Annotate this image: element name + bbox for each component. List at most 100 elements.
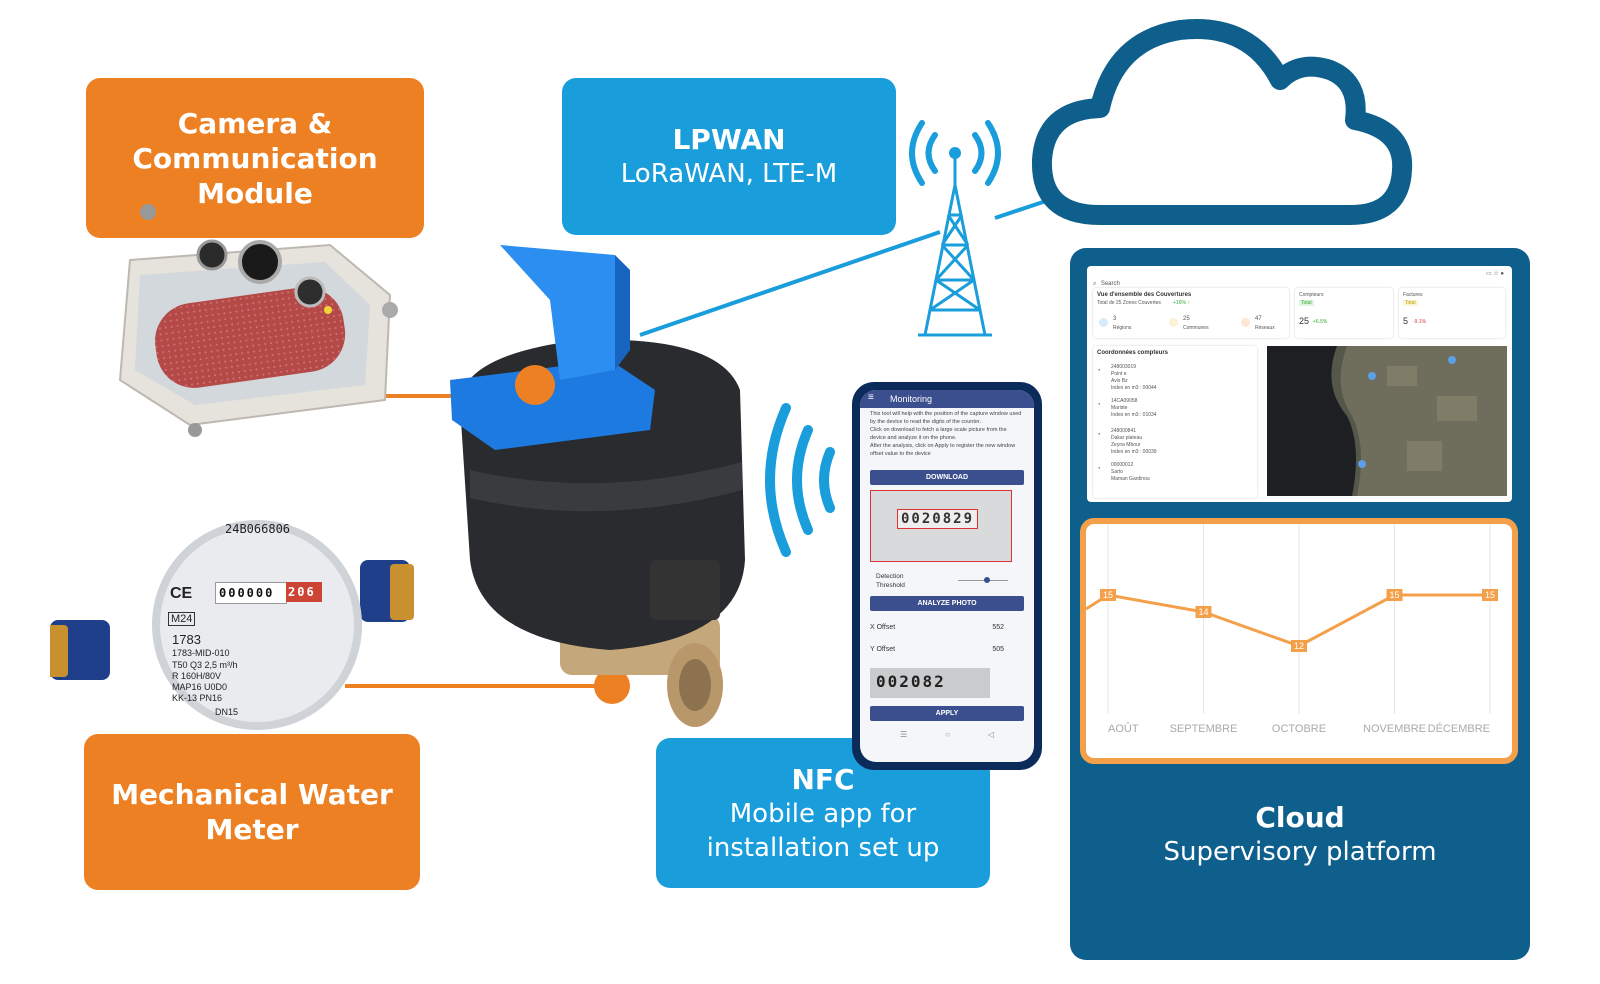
chart-x-tick-label: DÉCEMBRE	[1428, 722, 1490, 735]
chart-data-label: 12	[1294, 641, 1304, 651]
y-offset-row: Y Offset 505	[870, 646, 1024, 653]
overview-trend: +16% ↑	[1173, 300, 1190, 306]
back-icon[interactable]: ◁	[987, 730, 994, 739]
lpwan-subtitle: LoRaWAN, LTE-M	[620, 159, 838, 189]
y-offset-value[interactable]: 505	[992, 646, 1004, 653]
list-item-id: 248003019	[1111, 364, 1137, 370]
nfc-label: NFC Mobile app for installation set up	[656, 738, 990, 888]
analyze-photo-button[interactable]: ANALYZE PHOTO	[870, 596, 1024, 611]
factures-title: Factures	[1403, 292, 1423, 298]
chart-data-label: 15	[1389, 590, 1399, 600]
nfc-waves-icon	[765, 403, 835, 557]
overview-card: Vue d'ensemble des Couvertures Total de …	[1093, 288, 1289, 338]
meter-connector-dot	[594, 668, 630, 704]
phone-screen: ≡ Monitoring This tool will help with th…	[860, 390, 1034, 762]
chart-point[interactable]	[1100, 589, 1116, 601]
meter-counter-red-box: 206	[286, 582, 322, 602]
meter-spec-4: KK-13 PN16	[172, 693, 223, 703]
threshold-slider[interactable]	[958, 577, 1008, 583]
meter-counter-red: 206	[288, 585, 316, 599]
water-meter-title: Mechanical Water Meter	[111, 778, 393, 846]
list-item-line: Index en m3 : 00039	[1111, 449, 1157, 455]
chart-point[interactable]	[1482, 589, 1498, 601]
y-offset-label: Y Offset	[870, 646, 896, 653]
map-view[interactable]	[1267, 346, 1507, 496]
cloud-title: Cloud	[1255, 801, 1345, 834]
list-item[interactable]: ◔ 00000012 Sarto Maman Gardinou	[1097, 462, 1247, 488]
factures-badge: Total	[1403, 300, 1418, 306]
recent-apps-icon[interactable]: ☰	[900, 730, 908, 739]
list-item-line: Point e	[1111, 371, 1127, 377]
meter-mid: 1783-MID-010	[172, 648, 230, 658]
communes-count: 25	[1183, 316, 1190, 322]
chart-x-tick-label: OCTOBRE	[1272, 723, 1326, 735]
overview-subtitle: Total de 25 Zones Couvertes	[1097, 300, 1161, 306]
list-item-id: 00000012	[1111, 462, 1134, 468]
coords-title: Coordonnées compteurs	[1097, 350, 1169, 356]
chart-point[interactable]	[1386, 589, 1403, 601]
nfc-subtitle: Mobile app for installation set up	[706, 798, 940, 863]
list-item[interactable]: ◔ 248000841 Dakar plateau Zeyna Mbour In…	[1097, 428, 1247, 458]
meter-spec-3: MAP16 U0D0	[172, 682, 228, 692]
meter-counter: 000000	[215, 582, 287, 604]
meter-list-icon: ◔	[1097, 432, 1101, 438]
list-item-id: 14CA09058	[1111, 398, 1138, 404]
meter-size: DN15	[215, 707, 239, 717]
reseaux-label: Réseaux	[1255, 325, 1275, 331]
compteurs-trend: +6.5%	[1313, 319, 1328, 325]
meter-dial	[152, 520, 362, 730]
phone-help-text: This tool will help with the position of…	[870, 411, 1022, 457]
nfc-title: NFC	[791, 762, 855, 796]
overview-title: Vue d'ensemble des Couvertures	[1097, 292, 1192, 298]
list-item-line: Maman Gardinou	[1111, 476, 1150, 482]
camera-module-title: Camera & Communication Module	[132, 106, 378, 210]
home-icon[interactable]: ○	[945, 730, 950, 739]
phone-nav-bar: ☰ ○ ◁	[900, 730, 994, 739]
water-meter-label: Mechanical Water Meter	[84, 734, 420, 890]
meter-list-icon: ◔	[1097, 402, 1101, 408]
meter-code: 1783	[172, 632, 201, 647]
chart-point[interactable]	[1291, 640, 1307, 652]
chart-x-tick-label: SEPTEMBRE	[1170, 723, 1238, 735]
smart-meter-device	[450, 245, 745, 727]
factures-count: 5	[1403, 316, 1409, 326]
compteurs-card: Compteurs Total 25 +6.5%	[1295, 288, 1393, 338]
apply-button[interactable]: APPLY	[870, 706, 1024, 721]
meter-model: M24	[168, 612, 196, 626]
menu-icon[interactable]: ≡	[868, 392, 874, 403]
list-item-id: 248000841	[1111, 428, 1137, 434]
chart-data-label: 15	[1103, 590, 1113, 600]
coords-card: Coordonnées compteurs ◔ 248003019 Point …	[1093, 346, 1257, 498]
lpwan-label: LPWAN LoRaWAN, LTE-M	[562, 78, 896, 235]
result-digits: 002082	[876, 672, 946, 691]
list-item-line: Sarto	[1111, 469, 1123, 475]
cloud-caption: Cloud Supervisory platform	[1070, 800, 1530, 869]
list-item-line: Mariste	[1111, 405, 1128, 411]
mechanical-meter-device	[50, 560, 414, 680]
dashboard-search[interactable]: ⌕ Search	[1093, 272, 1203, 287]
chart-x-tick-label: NOVEMBRE	[1363, 723, 1426, 735]
regions-icon	[1099, 318, 1108, 327]
cloud-subtitle: Supervisory platform	[1163, 837, 1437, 867]
compteurs-title: Compteurs	[1299, 292, 1324, 298]
meter-list-icon: ◔	[1097, 368, 1101, 374]
download-button[interactable]: DOWNLOAD	[870, 470, 1024, 485]
chart-data-label: 14	[1198, 607, 1208, 617]
lpwan-link-line	[639, 230, 941, 337]
list-item-line: Dakar plateau	[1111, 435, 1143, 441]
search-placeholder: Search	[1100, 281, 1120, 287]
x-offset-value[interactable]: 552	[992, 624, 1004, 631]
x-offset-label: X Offset	[870, 624, 896, 631]
phone-app-bar: ≡ Monitoring	[860, 390, 1034, 408]
chart-point[interactable]	[1195, 606, 1212, 618]
x-offset-row: X Offset 552	[870, 624, 1024, 631]
threshold-slider-handle[interactable]	[984, 577, 990, 583]
list-item[interactable]: ◔ 248003019 Point e Avis Bz Index en m3 …	[1097, 364, 1247, 394]
capture-digits: 0020829	[901, 511, 975, 527]
communes-label: Communes	[1183, 325, 1209, 331]
chart-x-tick-label: AOÛT	[1108, 722, 1139, 735]
compteurs-count: 25	[1299, 316, 1310, 326]
list-item[interactable]: ◔ 14CA09058 Mariste Index en m3 : 01034	[1097, 398, 1247, 424]
